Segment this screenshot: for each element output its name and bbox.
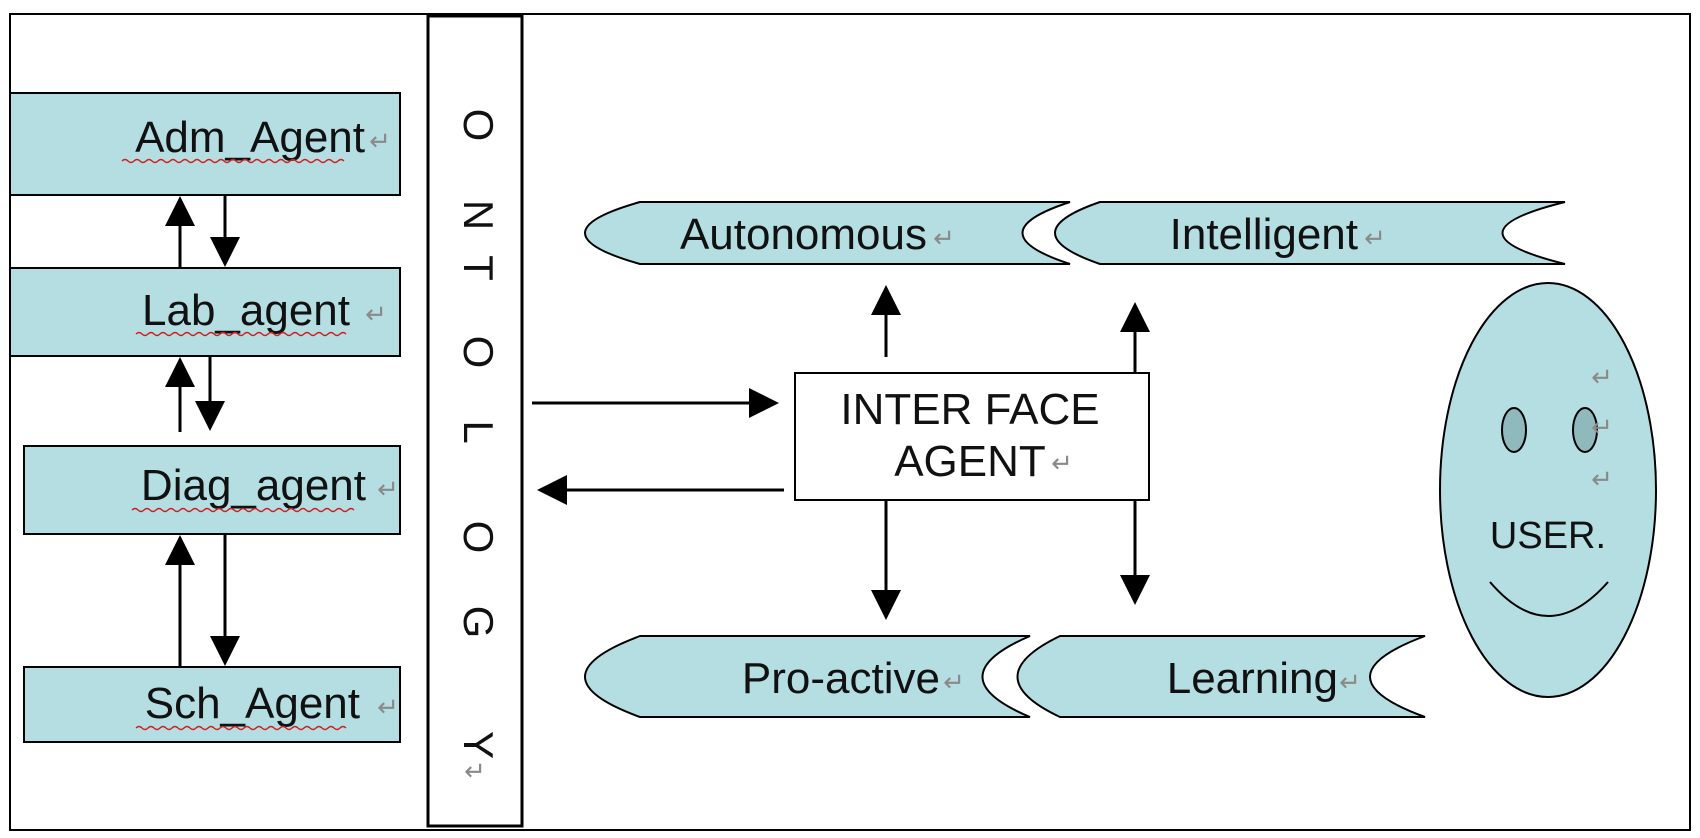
agent-label: Adm_Agent bbox=[135, 113, 365, 162]
paragraph-mark: ↵ bbox=[365, 299, 387, 329]
right-eye bbox=[1572, 407, 1598, 453]
ontology-letter: Y bbox=[455, 731, 502, 759]
paragraph-mark: ↵ bbox=[377, 692, 399, 722]
user-face: USER. ↵ ↵ ↵ bbox=[1439, 282, 1657, 698]
property-proactive: Pro-active ↵ bbox=[584, 635, 1031, 718]
interface-agent-line1: INTER FACE bbox=[840, 385, 1099, 434]
outer-frame bbox=[9, 13, 1691, 831]
ontology-letter: O bbox=[455, 521, 502, 554]
ontology-letter: O bbox=[455, 109, 502, 142]
agent-arrows bbox=[165, 195, 240, 667]
ontology-bar: O N T O L O G Y ↵ bbox=[426, 14, 524, 828]
interface-agent-box: INTER FACE AGENT ↵ bbox=[794, 372, 1150, 501]
smile-mouth bbox=[1489, 581, 1609, 617]
agent-label: Sch_Agent bbox=[145, 679, 360, 728]
agent-box-shape bbox=[9, 267, 401, 357]
paragraph-mark: ↵ bbox=[1591, 464, 1613, 494]
ontology-letter: N bbox=[455, 200, 502, 230]
ontology-letter: T bbox=[455, 255, 502, 281]
property-label: Intelligent bbox=[1170, 210, 1358, 259]
ontology-letter: G bbox=[455, 606, 502, 639]
property-learning: Learning ↵ bbox=[1016, 635, 1426, 718]
paragraph-mark: ↵ bbox=[464, 756, 486, 786]
property-autonomous: Autonomous ↵ bbox=[584, 201, 1071, 265]
ontology-box bbox=[426, 14, 524, 828]
scroll-shape bbox=[1054, 201, 1566, 265]
spell-underline bbox=[121, 158, 345, 164]
interface-agent-shape bbox=[794, 372, 1150, 501]
left-eye bbox=[1501, 407, 1527, 453]
property-label: Pro-active bbox=[742, 654, 940, 703]
spell-underline bbox=[135, 331, 347, 337]
agent-label: Diag_agent bbox=[141, 461, 366, 510]
paragraph-mark: ↵ bbox=[1339, 667, 1361, 697]
paragraph-mark: ↵ bbox=[943, 667, 965, 697]
agent-label: Lab_agent bbox=[142, 286, 350, 335]
agent-box-shape bbox=[9, 92, 401, 196]
interface-agent-line2: AGENT bbox=[894, 437, 1046, 486]
agent-box-adm: Adm_Agent ↵ bbox=[9, 92, 401, 196]
property-label: Autonomous bbox=[680, 210, 927, 259]
scroll-shape bbox=[584, 635, 1031, 718]
spell-underline bbox=[131, 507, 355, 513]
ontology-letter: O bbox=[455, 336, 502, 369]
paragraph-mark: ↵ bbox=[1591, 362, 1613, 392]
scroll-shape bbox=[1016, 635, 1426, 718]
paragraph-mark: ↵ bbox=[1591, 412, 1613, 442]
scroll-shape bbox=[584, 201, 1071, 265]
face-outline bbox=[1439, 282, 1657, 698]
agent-box-shape bbox=[23, 445, 401, 535]
ontology-letter: L bbox=[455, 420, 502, 443]
agent-box-diag: Diag_agent ↵ bbox=[23, 445, 401, 535]
agent-box-lab: Lab_agent ↵ bbox=[9, 267, 401, 357]
agent-box-sch: Sch_Agent ↵ bbox=[23, 666, 401, 743]
paragraph-mark: ↵ bbox=[369, 126, 391, 156]
paragraph-mark: ↵ bbox=[1364, 223, 1386, 253]
paragraph-mark: ↵ bbox=[1051, 448, 1073, 478]
property-intelligent: Intelligent ↵ bbox=[1054, 201, 1566, 265]
spell-underline bbox=[135, 725, 347, 731]
paragraph-mark: ↵ bbox=[377, 474, 399, 504]
property-arrows bbox=[871, 285, 1150, 620]
user-label: USER. bbox=[1490, 515, 1606, 557]
paragraph-mark: ↵ bbox=[933, 223, 955, 253]
property-label: Learning bbox=[1167, 654, 1338, 703]
